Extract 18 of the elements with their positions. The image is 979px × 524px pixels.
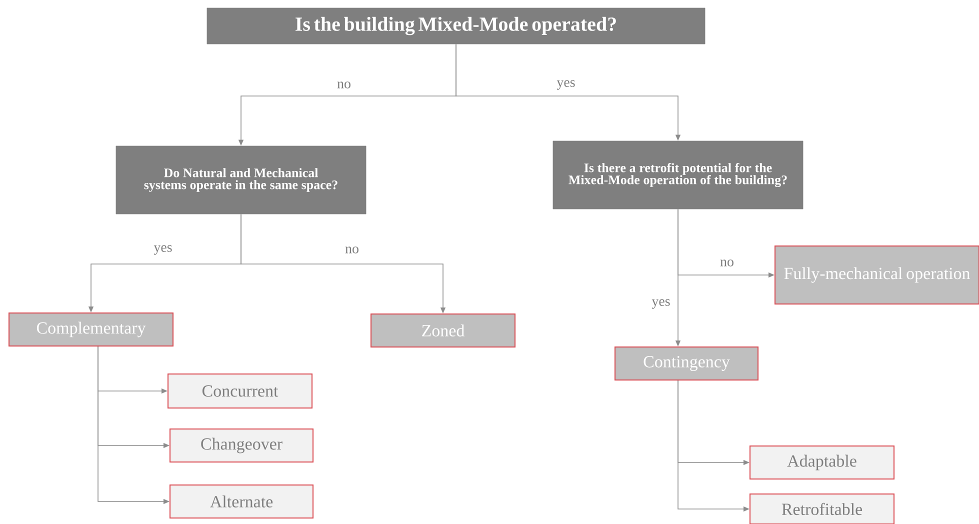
- question-box: Do Natural and Mechanical systems operate in the same space?: [116, 146, 366, 214]
- edge-label: yes: [650, 298, 672, 310]
- strategy-box: Adaptable: [750, 446, 894, 480]
- edge-label: no: [336, 80, 352, 90]
- outcome-box: Fully-mechanical operation: [774, 246, 979, 304]
- edge-label: yes: [152, 244, 174, 256]
- mode-box: Complementary: [8, 312, 174, 346]
- strategy-box: Changeover: [170, 428, 314, 462]
- edge-label: yes: [556, 79, 576, 91]
- mode-box: Contingency: [614, 346, 758, 380]
- strategy-box: Retrofitable: [750, 494, 894, 524]
- mode-box: Zoned: [370, 314, 516, 348]
- strategy-box: Alternate: [170, 484, 314, 518]
- strategy-box: Concurrent: [168, 374, 312, 408]
- question-box: Is there a retrofit potential for the Mixed-Mode operation of the building?: [552, 140, 804, 210]
- question-box: Is the building Mixed-Mode operated?: [206, 8, 706, 44]
- edge-label: no: [344, 246, 360, 254]
- edge-label: no: [719, 258, 735, 268]
